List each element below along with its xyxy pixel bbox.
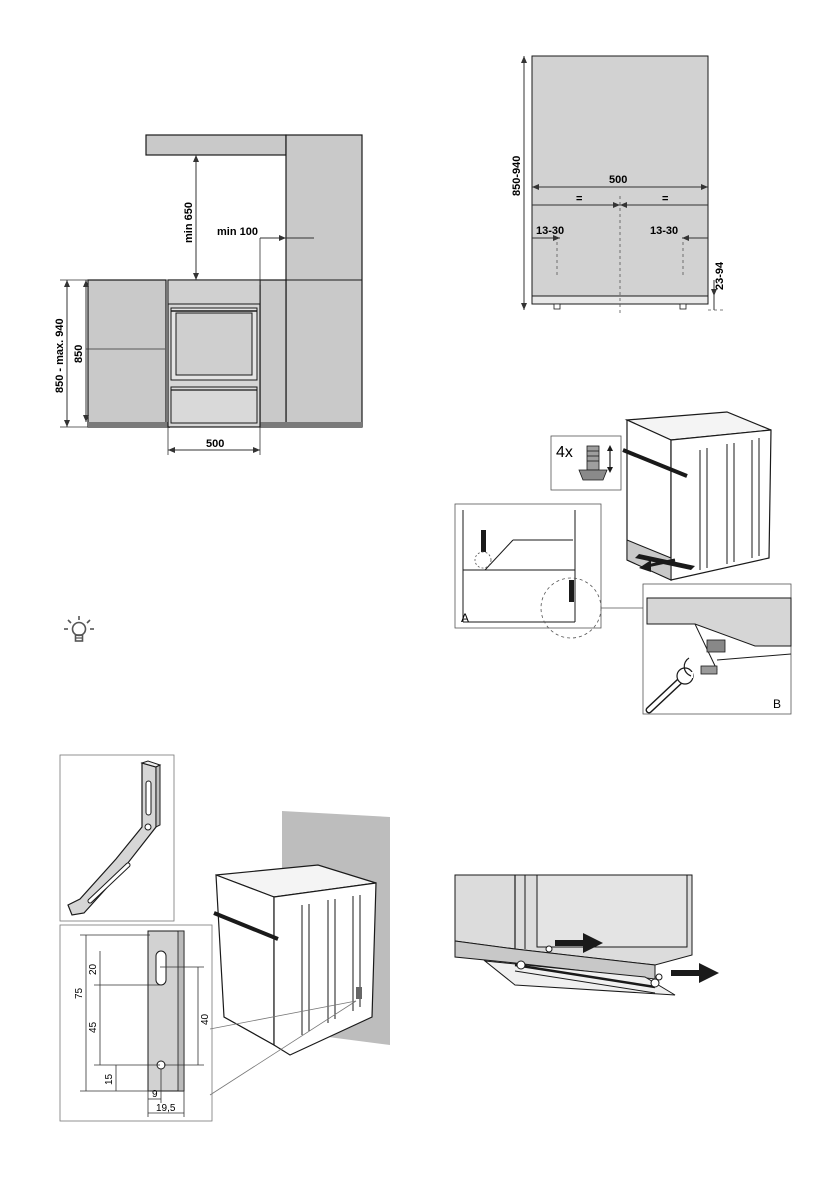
arrow-right-icon bbox=[555, 933, 603, 953]
adjustable-feet-diagram: 4x A B bbox=[454, 411, 792, 715]
dim-40-label: 40 bbox=[200, 1013, 211, 1025]
drawer-removal-diagram bbox=[454, 874, 719, 1007]
dim-19-5-label: 19,5 bbox=[156, 1103, 176, 1114]
width-500-label: 500 bbox=[206, 438, 224, 450]
equal-right-label: = bbox=[662, 193, 668, 205]
offset-right-label: 13-30 bbox=[650, 225, 678, 237]
cabinet-clearance-diagram: min 650 min 100 850 - max. 940 850 500 bbox=[54, 134, 363, 455]
cooker-perspective bbox=[622, 411, 772, 581]
equal-left-label: = bbox=[576, 193, 582, 205]
dim-45-label: 45 bbox=[88, 1021, 99, 1033]
quantity-label: 4x bbox=[556, 444, 573, 461]
anti-tip-bracket-diagram: 75 20 45 15 40 9 19,5 bbox=[59, 754, 390, 1122]
bracket-dimension-box bbox=[59, 924, 213, 1122]
height-850-label: 850 bbox=[73, 345, 85, 363]
tall-cabinet bbox=[285, 134, 363, 428]
adjustable-foot-icon bbox=[578, 445, 613, 481]
detail-a-label: A bbox=[461, 611, 469, 625]
foot-callout bbox=[550, 435, 622, 491]
cooker-dimension-diagram: 850-940 500 = = 13-30 13-30 23-94 bbox=[511, 55, 726, 316]
dim-9-label: 9 bbox=[152, 1089, 158, 1100]
detail-b-label: B bbox=[773, 697, 781, 711]
cooker-perspective bbox=[213, 864, 377, 1056]
lightbulb-tip-icon bbox=[64, 616, 94, 642]
height-850-max-940-label: 850 - max. 940 bbox=[54, 318, 66, 393]
height-850-940-label: 850-940 bbox=[511, 156, 523, 196]
foot-height-label: 23-94 bbox=[714, 261, 726, 290]
offset-left-label: 13-30 bbox=[536, 225, 564, 237]
right-base-cabinet bbox=[259, 279, 287, 428]
width-500-label: 500 bbox=[609, 174, 627, 186]
arrow-right-icon bbox=[671, 963, 719, 983]
bracket-icon bbox=[67, 760, 162, 916]
dim-15-label: 15 bbox=[104, 1073, 115, 1085]
left-base-cabinet bbox=[87, 279, 167, 428]
dim-75-label: 75 bbox=[74, 987, 85, 999]
min-650-label: min 650 bbox=[183, 202, 195, 243]
min-100-label: min 100 bbox=[217, 226, 258, 238]
detail-a-box bbox=[454, 503, 602, 629]
dim-20-label: 20 bbox=[88, 963, 99, 975]
cooker-front bbox=[167, 279, 261, 428]
cooker-hood bbox=[145, 134, 287, 156]
